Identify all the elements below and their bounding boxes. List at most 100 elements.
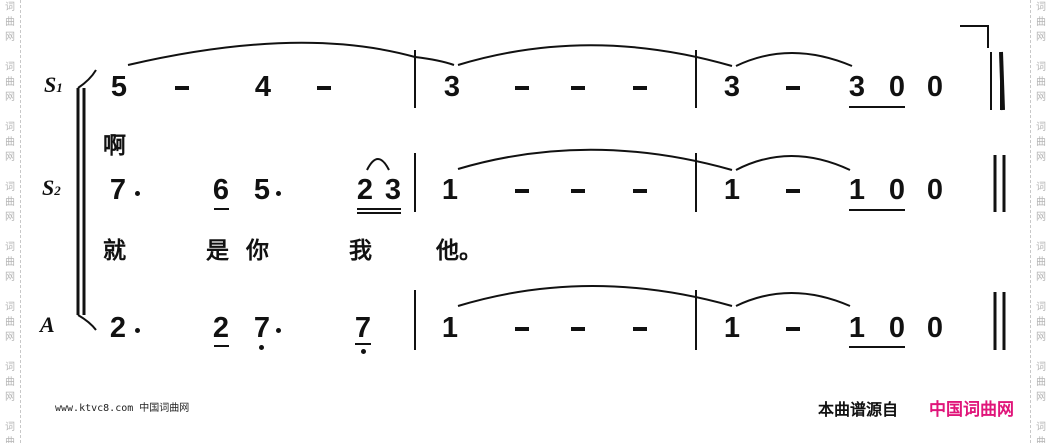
watermark-char: 词	[1036, 422, 1046, 433]
note: 3	[443, 71, 461, 103]
watermark-char: 词	[5, 62, 15, 73]
note: 2	[356, 174, 374, 206]
augmentation-dot	[276, 328, 281, 333]
watermark-char: 词	[5, 362, 15, 373]
note: 1	[723, 174, 741, 206]
lyric-s2: 就	[103, 237, 126, 264]
watermark-char: 词	[5, 182, 15, 193]
beam-underline	[357, 212, 401, 214]
sustain-dash	[786, 327, 800, 331]
watermark-char: 词	[1036, 362, 1046, 373]
watermark-char: 网	[5, 212, 15, 223]
watermark-char: 网	[1036, 392, 1046, 403]
watermark-char: 网	[5, 152, 15, 163]
note: 1	[441, 174, 459, 206]
bracket-top-hook	[77, 69, 97, 89]
beam-underline	[849, 209, 905, 211]
note: 1	[848, 174, 866, 206]
part-label-s1: S1	[44, 72, 63, 97]
slur	[457, 148, 733, 171]
note: 6	[212, 174, 230, 206]
watermark-char: 网	[1036, 152, 1046, 163]
watermark-char: 曲	[5, 317, 15, 328]
slur	[735, 292, 851, 307]
watermark-char: 网	[5, 392, 15, 403]
note: 0	[926, 174, 944, 206]
footer-brand-link[interactable]: 中国词曲网	[929, 400, 1014, 419]
watermark-char: 曲	[5, 257, 15, 268]
watermark-char: 曲	[5, 437, 15, 443]
bracket-corner	[960, 25, 989, 48]
watermark-char: 网	[1036, 332, 1046, 343]
watermark-char: 网	[1036, 212, 1046, 223]
lyric-s2: 你	[246, 237, 269, 264]
note: 5	[253, 174, 271, 206]
watermark-char: 词	[1036, 62, 1046, 73]
note: 1	[848, 312, 866, 344]
note: 3	[848, 71, 866, 103]
watermark-char: 曲	[5, 197, 15, 208]
system-bracket	[76, 88, 86, 315]
watermark-char: 词	[1036, 242, 1046, 253]
sustain-dash	[175, 86, 189, 90]
watermark-char: 词	[1036, 122, 1046, 133]
sustain-dash	[317, 86, 331, 90]
beam-underline	[357, 208, 401, 210]
watermark-char: 网	[5, 332, 15, 343]
watermark-char: 曲	[1036, 317, 1046, 328]
note: 0	[888, 174, 906, 206]
watermark-char: 曲	[1036, 77, 1046, 88]
watermark-char: 词	[1036, 2, 1046, 13]
sustain-dash	[571, 327, 585, 331]
sustain-dash	[786, 86, 800, 90]
sustain-dash	[633, 327, 647, 331]
note: 0	[926, 312, 944, 344]
sustain-dash	[786, 189, 800, 193]
lyric-s1: 啊	[103, 132, 126, 159]
sustain-dash	[571, 189, 585, 193]
watermark-char: 曲	[5, 17, 15, 28]
sustain-dash	[633, 189, 647, 193]
part-label-a: A	[40, 312, 55, 337]
note: 7	[109, 174, 127, 206]
note: 0	[926, 71, 944, 103]
slur	[457, 285, 733, 307]
beam-underline	[214, 208, 229, 210]
final-barline	[993, 292, 1006, 350]
sustain-dash	[515, 327, 529, 331]
beam-underline	[849, 346, 905, 348]
sustain-dash	[633, 86, 647, 90]
low-octave-dot	[361, 349, 366, 354]
slur	[735, 52, 853, 67]
note: 5	[110, 71, 128, 103]
watermark-char: 词	[5, 422, 15, 433]
note: 2	[212, 312, 230, 344]
watermark-char: 曲	[1036, 257, 1046, 268]
augmentation-dot	[135, 191, 140, 196]
lyric-s2: 是	[206, 237, 229, 264]
note: 0	[888, 71, 906, 103]
lyric-s2: 他。	[436, 237, 482, 264]
note: 1	[441, 312, 459, 344]
watermark-char: 网	[1036, 32, 1046, 43]
watermark-char: 曲	[1036, 137, 1046, 148]
part-label-s2: S2	[42, 175, 61, 200]
watermark-char: 曲	[5, 377, 15, 388]
augmentation-dot	[276, 191, 281, 196]
note: 1	[723, 312, 741, 344]
watermark-char: 词	[1036, 182, 1046, 193]
footer-source-label: 本曲谱源自	[818, 402, 899, 419]
sustain-dash	[515, 189, 529, 193]
final-barline	[993, 155, 1006, 212]
watermark-char: 词	[5, 302, 15, 313]
watermark-column-left: 词曲网词曲网词曲网词曲网词曲网词曲网词曲网词曲网	[0, 0, 21, 443]
augmentation-dot	[135, 328, 140, 333]
beam-underline	[849, 106, 905, 108]
footer-site-url[interactable]: www.ktvc8.com 中国词曲网	[55, 403, 190, 414]
slur	[735, 155, 851, 171]
watermark-column-right: 词曲网词曲网词曲网词曲网词曲网词曲网词曲网词曲网	[1030, 0, 1050, 443]
watermark-char: 曲	[1036, 197, 1046, 208]
note: 7	[253, 312, 271, 344]
